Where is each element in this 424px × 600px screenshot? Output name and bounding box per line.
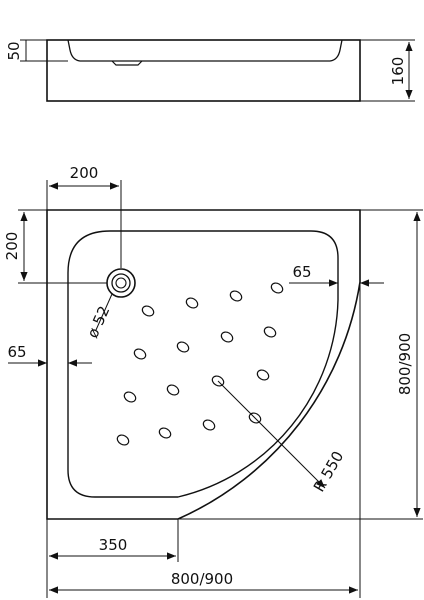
dimple (211, 375, 225, 387)
dimple (176, 341, 190, 353)
dimple (202, 419, 216, 431)
offset-left-label: 200 (3, 232, 21, 261)
width-label: 800/900 (171, 570, 233, 588)
drain-inner-ring (111, 273, 131, 293)
dimple (220, 331, 234, 343)
radius-leader (217, 380, 326, 489)
dimple (263, 326, 277, 338)
side-depth-label: 50 (5, 41, 23, 60)
drain-diameter-label: ø 52 (83, 303, 113, 341)
dimple (133, 348, 147, 360)
antislip-dimples (116, 282, 284, 446)
dimple (166, 384, 180, 396)
dimple (141, 305, 155, 317)
dimple (158, 427, 172, 439)
drain-core (115, 277, 127, 289)
side-view-drain (111, 60, 143, 66)
dimple (123, 391, 137, 403)
dimple (248, 412, 262, 424)
side-view-basin (67, 39, 343, 62)
dimple (229, 290, 243, 302)
drain-outer-ring (106, 268, 136, 298)
side-height-label: 160 (389, 57, 407, 86)
radius-label: R 550 (310, 448, 348, 495)
offset-top-label: 200 (70, 164, 99, 182)
side-view-dimensions (20, 39, 415, 102)
top-view-dimensions (8, 180, 423, 598)
top-view (46, 209, 361, 520)
depth-label: 800/900 (396, 333, 414, 395)
side-view (46, 39, 361, 102)
basin-outline (67, 230, 339, 498)
side-view-outline (46, 39, 361, 102)
drain (106, 268, 136, 298)
dimple (116, 434, 130, 446)
rim-right-label: 65 (292, 263, 311, 281)
dimple (185, 297, 199, 309)
tray-outline (46, 209, 361, 520)
drain-leader (95, 293, 113, 331)
rim-left-label: 65 (7, 343, 26, 361)
dimple (256, 369, 270, 381)
dimple (270, 282, 284, 294)
straight-edge-label: 350 (99, 536, 128, 554)
